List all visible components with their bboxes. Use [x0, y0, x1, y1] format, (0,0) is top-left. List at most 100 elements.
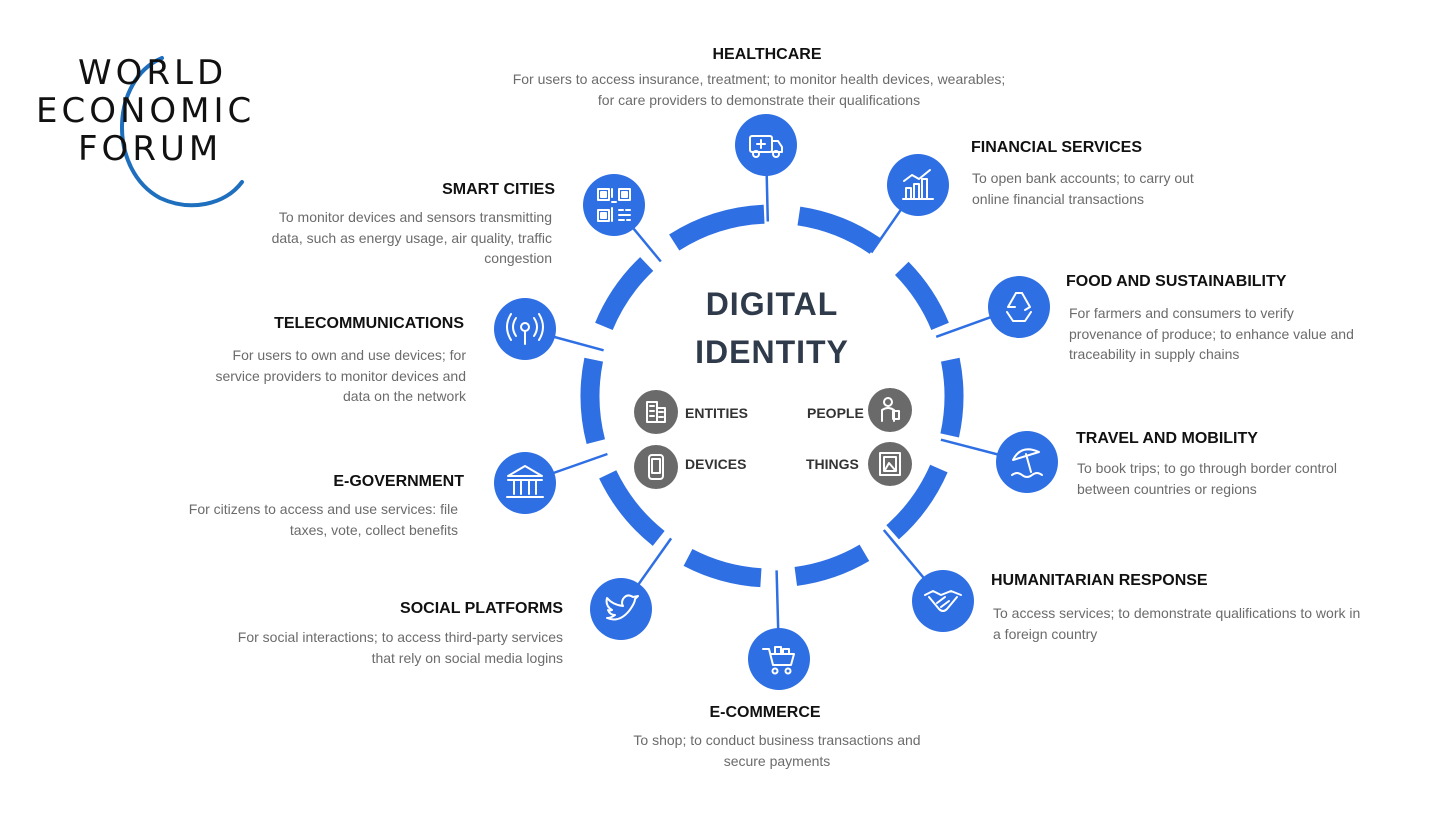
smart-cities-description: To monitor devices and sensors transmitt… [211, 207, 552, 269]
people-category-circle [868, 388, 912, 432]
people-category-badge [868, 388, 912, 432]
financial-services-desc-line: To open bank accounts; to carry out [972, 170, 1194, 186]
sector-icons [494, 114, 1058, 690]
devices-category-badge [634, 445, 678, 489]
humanitarian-response-title: HUMANITARIAN RESPONSE [991, 572, 1208, 589]
e-commerce-icon-badge [748, 628, 810, 690]
category-label-people: PEOPLE [807, 405, 864, 421]
e-commerce-title: E-COMMERCE [709, 704, 821, 721]
ring-segment [894, 261, 949, 331]
smart-cities-icon-badge [583, 174, 645, 236]
humanitarian-response-desc-line: To access services; to demonstrate quali… [993, 605, 1361, 621]
growth-chart-icon [902, 169, 934, 200]
social-platforms-description: For social interactions; to access third… [163, 627, 563, 668]
e-commerce-desc-line: secure payments [723, 752, 831, 769]
qr-code-icon [597, 188, 631, 222]
social-platforms-desc-line: For social interactions; to access third… [237, 629, 563, 645]
e-government-icon-circle [494, 452, 556, 514]
category-label-entities: ENTITIES [685, 405, 749, 421]
recycle-icon [1006, 292, 1032, 322]
telecommunications-icon-badge [494, 298, 556, 360]
food-sustainability-title: FOOD AND SUSTAINABILITY [1066, 273, 1287, 290]
entities-category-badge [634, 390, 678, 434]
logo-line-world: WORLD [78, 53, 228, 93]
food-sustainability-desc-line: provenance of produce; to enhance value … [1069, 325, 1354, 342]
antenna-icon [506, 313, 544, 345]
travel-mobility-desc-line: between countries or regions [1077, 480, 1257, 497]
telecommunications-desc-line: service providers to monitor devices and [215, 367, 466, 384]
e-government-desc-line: For citizens to access and use services:… [188, 501, 458, 517]
financial-services-desc-line: online financial transactions [972, 190, 1144, 207]
telecommunications-title: TELECOMMUNICATIONS [274, 315, 464, 332]
food-sustainability-description: For farmers and consumers to verify prov… [1069, 303, 1409, 365]
ring-arcs [580, 204, 964, 588]
handshake-icon [924, 590, 962, 612]
ring-segment [595, 257, 654, 331]
healthcare-title: HEALTHCARE [712, 46, 822, 63]
humanitarian-response-desc-line: a foreign country [993, 625, 1098, 642]
ambulance-icon [749, 135, 783, 158]
e-commerce-description: To shop; to conduct business transaction… [577, 730, 977, 771]
telecommunications-description: For users to own and use devices; for se… [146, 345, 466, 407]
ring-segment [797, 206, 881, 254]
e-government-title: E-GOVERNMENT [333, 473, 464, 490]
telecommunications-desc-line: For users to own and use devices; for [232, 347, 466, 363]
social-platforms-desc-line: that rely on social media logins [371, 649, 563, 666]
logo-line-forum: FORUM [78, 129, 223, 169]
ring-segment [599, 470, 665, 546]
center-title: DIGITAL IDENTITY [672, 280, 872, 376]
smart-cities-icon-circle [583, 174, 645, 236]
category-label-things: THINGS [806, 456, 859, 472]
ring-segment [683, 548, 762, 588]
healthcare-icon-circle [735, 114, 797, 176]
travel-mobility-title: TRAVEL AND MOBILITY [1076, 430, 1258, 447]
humanitarian-response-icon-badge [912, 570, 974, 632]
telecommunications-icon-circle [494, 298, 556, 360]
building-icon [646, 401, 666, 423]
phone-icon [648, 454, 664, 480]
travel-mobility-description: To book trips; to go through border cont… [1077, 458, 1417, 499]
social-platforms-icon-circle [590, 578, 652, 640]
humanitarian-response-description: To access services; to demonstrate quali… [993, 603, 1423, 644]
bird-icon [605, 594, 639, 621]
smart-cities-desc-line: To monitor devices and sensors transmitt… [278, 209, 552, 225]
smart-cities-desc-line: data, such as energy usage, air quality,… [271, 229, 552, 246]
category-icons [634, 388, 912, 489]
wef-logo: WORLD ECONOMIC FORUM [30, 50, 300, 210]
center-title-line1: DIGITAL [705, 286, 839, 322]
travel-mobility-icon-badge [996, 431, 1058, 493]
ring-segment [794, 544, 870, 586]
smart-cities-title: SMART CITIES [442, 181, 555, 198]
ring-segment [940, 357, 964, 438]
logo-arc-icon [120, 56, 244, 208]
ring-segment [886, 464, 948, 540]
e-commerce-icon-circle [748, 628, 810, 690]
financial-services-title: FINANCIAL SERVICES [971, 139, 1142, 156]
person-icon [881, 397, 900, 422]
logo-line-economic: ECONOMIC [36, 91, 256, 131]
smart-cities-desc-line: congestion [484, 250, 552, 266]
social-platforms-title: SOCIAL PLATFORMS [400, 600, 563, 617]
healthcare-description: For users to access insurance, treatment… [459, 69, 1059, 110]
e-government-description: For citizens to access and use services:… [118, 499, 458, 540]
devices-category-circle [634, 445, 678, 489]
e-government-icon-badge [494, 452, 556, 514]
food-sustainability-icon-circle [988, 276, 1050, 338]
shopping-cart-icon [762, 646, 795, 675]
humanitarian-response-icon-circle [912, 570, 974, 632]
food-sustainability-icon-badge [988, 276, 1050, 338]
e-government-desc-line: taxes, vote, collect benefits [289, 521, 458, 538]
travel-mobility-icon-circle [996, 431, 1058, 493]
telecommunications-desc-line: data on the network [343, 388, 466, 404]
financial-services-description: To open bank accounts; to carry out onli… [972, 168, 1272, 209]
things-category-badge [868, 442, 912, 486]
picture-icon [879, 452, 901, 476]
government-building-icon [506, 465, 544, 498]
beach-umbrella-icon [1011, 448, 1043, 478]
e-commerce-desc-line: To shop; to conduct business transaction… [633, 732, 921, 748]
center-title-line2: IDENTITY [695, 334, 849, 370]
healthcare-desc-line: for care providers to demonstrate their … [597, 91, 921, 108]
travel-mobility-desc-line: To book trips; to go through border cont… [1077, 460, 1337, 476]
